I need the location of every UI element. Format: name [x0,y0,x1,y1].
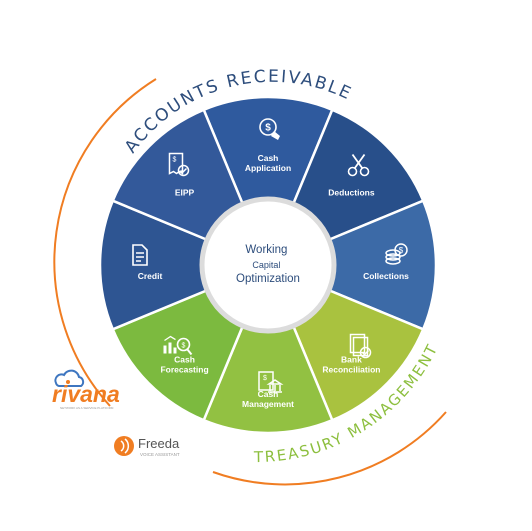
segment-label-line: EIPP [175,188,195,198]
segment-label-line: Bank [341,354,362,364]
rivana-tagline: NETWORK AS A SERVICE PLATFORM [60,406,114,410]
center-circle [199,196,337,334]
document-check-icon [349,333,372,359]
document-icon [132,244,148,266]
cloud-icon [54,369,85,387]
freeda-name: Freeda [138,436,180,451]
svg-text:$: $ [265,123,271,134]
bank-document-icon: $ [258,371,284,393]
segment-label-line: Cash [258,153,279,163]
chart-magnifier-icon: $ [163,335,193,356]
center-label-line-3: Optimization [236,273,300,285]
rivana-logo: rivana NETWORK AS A SERVICE PLATFORM [52,369,120,410]
svg-text:$: $ [399,246,404,255]
invoice-check-icon: $ [168,152,190,177]
segment-label-line: Cash [174,354,195,364]
segment-label-eipp: EIPP [175,188,195,198]
coins-icon: $ [385,243,408,265]
svg-text:$: $ [172,156,176,163]
freeda-tagline: VOICE ASSISTANT [140,452,180,457]
cloud-dot-icon [66,380,70,384]
orange-arc-right [212,411,447,486]
segment-label-line: Credit [138,271,163,281]
freeda-voice-wave [120,438,130,454]
scissors-icon [347,153,370,177]
segment-label-line: Management [242,399,294,409]
segment-label-collections: Collections [363,271,409,281]
rivana-name: rivana [52,381,120,407]
segment-label-line: Deductions [328,188,375,198]
segment-label-line: Reconciliation [322,364,380,374]
segment-label-line: Cash [258,389,279,399]
orange-arc-left [53,78,157,407]
svg-text:Working Capital Optimi: Working Capital Optimization [236,244,300,285]
segment-label-line: Forecasting [160,364,208,374]
segment-label-deductions: Deductions [328,188,375,198]
touch-dollar-icon: $ [259,118,280,140]
segment-label-credit: Credit [138,271,163,281]
segment-label-line: Application [245,163,291,173]
segment-label-line: Collections [363,271,409,281]
svg-text:$: $ [182,343,186,350]
center-label-line-2: Capital [252,260,280,270]
svg-text:$: $ [263,375,267,382]
center-label-line-1: Working [245,244,287,256]
freeda-logo: Freeda VOICE ASSISTANT [114,436,180,457]
